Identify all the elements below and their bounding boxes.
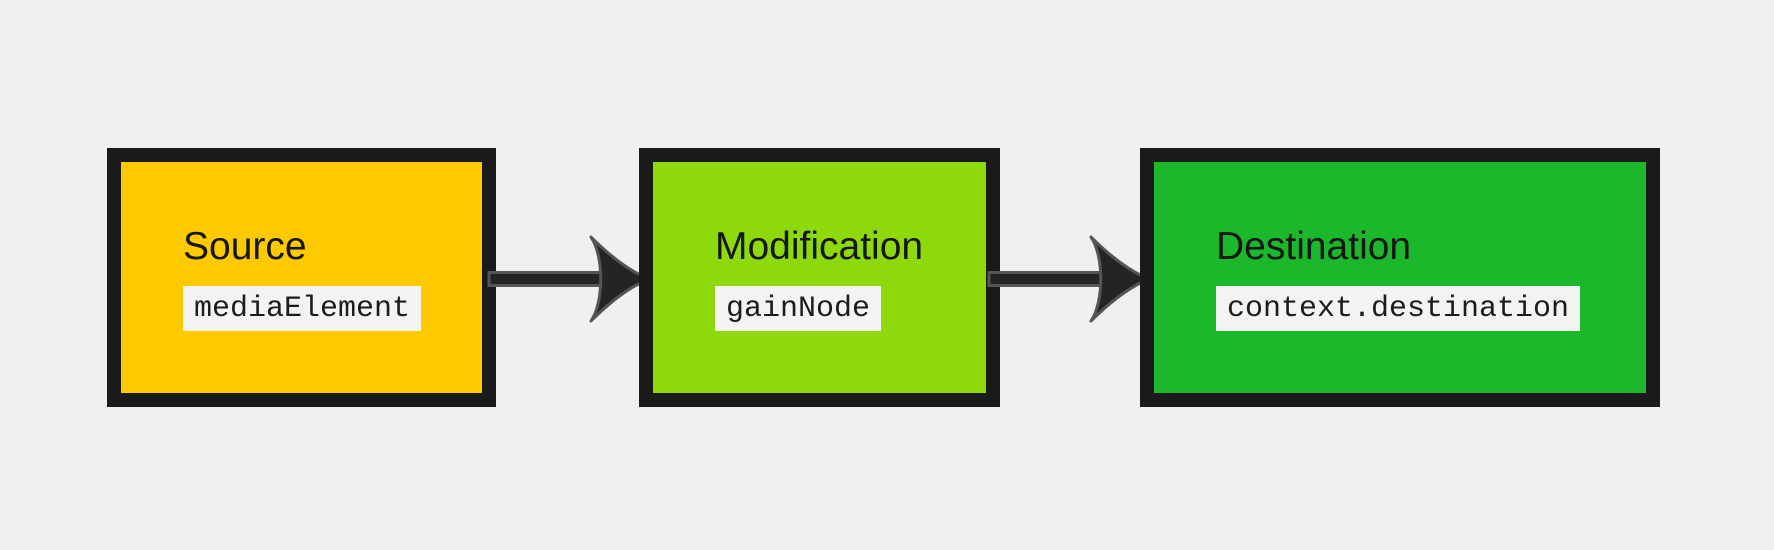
node-source-code: mediaElement	[183, 285, 422, 331]
node-modification-code: gainNode	[715, 285, 882, 331]
node-destination-code: context.destination	[1216, 285, 1581, 331]
node-destination-title: Destination	[1216, 225, 1412, 269]
node-modification-title: Modification	[715, 225, 924, 269]
node-source-title: Source	[183, 225, 307, 269]
node-source: Source mediaElement	[107, 148, 496, 407]
node-destination: Destination context.destination	[1140, 148, 1660, 407]
node-modification: Modification gainNode	[639, 148, 1000, 407]
flow-arrow-icon	[987, 235, 1151, 323]
flow-arrow-icon	[487, 235, 651, 323]
